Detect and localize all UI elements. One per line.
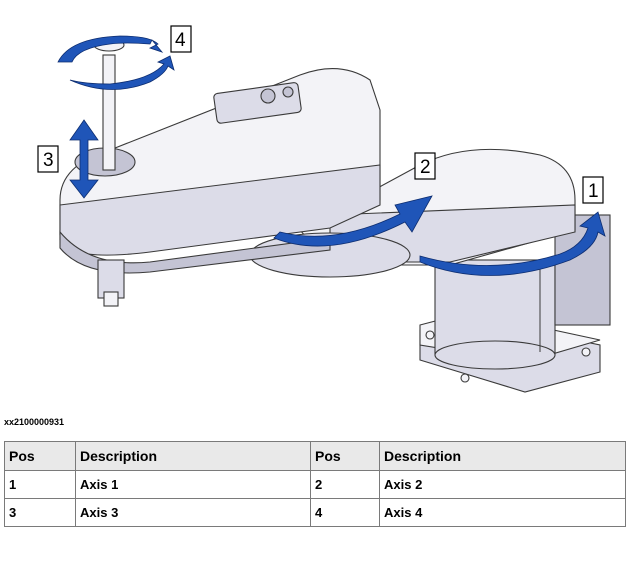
axis-arrows <box>57 35 606 276</box>
callout-3-label: 3 <box>43 150 54 171</box>
cell-pos: 3 <box>4 498 76 527</box>
robot-figure: 4 3 2 1 <box>37 25 611 393</box>
header-pos: Pos <box>310 441 380 471</box>
figure-id: xx2100000931 <box>4 417 65 427</box>
cell-pos: 1 <box>4 470 76 499</box>
header-pos: Pos <box>4 441 76 471</box>
position-table: Pos Description Pos Description 1 Axis 1… <box>4 441 626 527</box>
table-row: 3 Axis 3 4 Axis 4 <box>4 498 626 527</box>
callout-2-label: 2 <box>420 157 431 178</box>
header-description: Description <box>379 441 626 471</box>
callout-4-label: 4 <box>175 30 186 51</box>
cell-pos: 4 <box>310 498 380 527</box>
axis-4-arrow <box>57 35 164 63</box>
callout-1: 1 <box>582 176 604 204</box>
callout-4: 4 <box>170 25 192 53</box>
axis-2-arrow <box>273 195 433 247</box>
cell-description: Axis 1 <box>75 470 311 499</box>
table-row: 1 Axis 1 2 Axis 2 <box>4 470 626 499</box>
cell-description: Axis 2 <box>379 470 626 499</box>
axis-3-arrow <box>69 119 99 199</box>
robot-arm-2 <box>59 68 381 274</box>
header-description: Description <box>75 441 311 471</box>
cell-description: Axis 3 <box>75 498 311 527</box>
callout-2: 2 <box>414 152 436 180</box>
cell-description: Axis 4 <box>379 498 626 527</box>
cell-pos: 2 <box>310 470 380 499</box>
axis-1-arrow <box>419 211 606 276</box>
callout-1-label: 1 <box>588 181 599 202</box>
table-header-row: Pos Description Pos Description <box>4 441 626 471</box>
callout-3: 3 <box>37 145 59 173</box>
